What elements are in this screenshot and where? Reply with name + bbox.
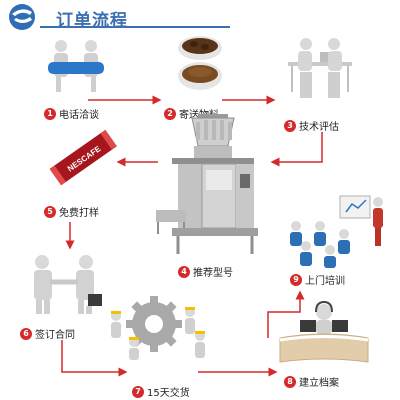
step-6-number: 6 [20,327,32,340]
handshake-people-icon [48,40,104,92]
step-8-number: 8 [284,375,296,388]
step-4-number: 4 [178,265,190,278]
step-7: 7 15天交货 [100,290,220,400]
step-5: NESCAFE 5 免费打样 [40,120,120,224]
gear-workers-icon [111,296,205,360]
step-2-number: 2 [164,107,176,120]
step-8-label: 建立档案 [299,378,339,389]
step-9: 9 上门培训 [284,190,394,290]
coffee-stick-pack-icon: NESCAFE [49,129,117,186]
step-3-number: 3 [284,119,296,132]
step-6-label: 签订合同 [35,330,75,341]
step-3: 3 技术评估 [282,30,362,133]
arrow-3-4 [270,132,323,167]
step-5-label: 免费打样 [59,208,99,219]
title-divider [40,26,230,28]
step-6: 6 签订合同 [20,252,110,342]
step-1-label: 电话洽谈 [59,110,99,121]
step-2: 2 寄送物料 [164,30,236,121]
step-7-label: 15天交货 [147,388,190,399]
step-4-label: 推荐型号 [193,268,233,279]
step-1: 1 电话洽谈 [42,30,112,121]
packaging-machine-icon [156,114,258,254]
step-8: 8 建立档案 [272,300,382,400]
business-handshake-icon [34,255,102,314]
engineers-desk-icon [288,38,352,98]
training-class-icon [290,195,383,268]
step-4: 4 推荐型号 [154,110,274,280]
step-7-number: 7 [132,385,144,398]
service-desk-icon [279,300,369,363]
step-1-number: 1 [44,107,56,120]
arrow-6-7 [61,340,128,377]
step-3-label: 技术评估 [299,122,339,133]
step-9-number: 9 [290,273,302,286]
arrow-8-9 [267,290,305,338]
company-logo-icon [9,4,35,30]
step-5-number: 5 [44,205,56,218]
coffee-beans-icon [178,36,222,90]
header: 订单流程 [0,0,400,34]
step-9-label: 上门培训 [305,276,345,287]
